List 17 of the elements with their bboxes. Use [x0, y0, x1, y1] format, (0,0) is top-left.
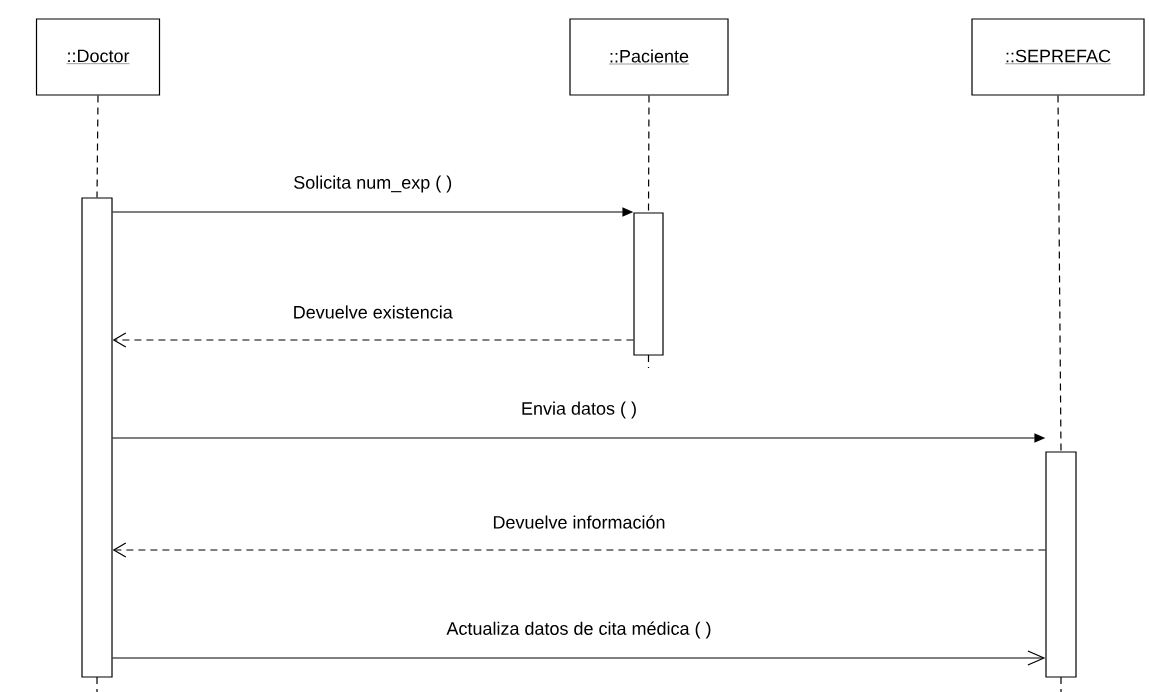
message-label: Devuelve información: [493, 515, 665, 529]
message-label: Actualiza datos de cita médica ( ): [446, 621, 711, 639]
lifeline: [647, 95, 650, 213]
activation-bar: [633, 212, 664, 356]
object-box: ::SEPREFAC: [971, 18, 1145, 96]
message-label: Solicita num_exp ( ): [294, 175, 452, 193]
object-box: ::Paciente: [569, 18, 729, 96]
message-label: Devuelve existencia: [294, 305, 453, 319]
activation-bar: [1045, 451, 1077, 678]
message-label: Envia datos ( ): [522, 401, 636, 419]
lifeline: [96, 95, 99, 198]
message-arrow: [112, 332, 634, 348]
lifeline: [1057, 95, 1062, 452]
object-box: ::Doctor: [35, 18, 161, 96]
activation-bar: [81, 197, 113, 678]
message-arrow: [112, 542, 1046, 558]
message-arrow: [112, 650, 1046, 666]
